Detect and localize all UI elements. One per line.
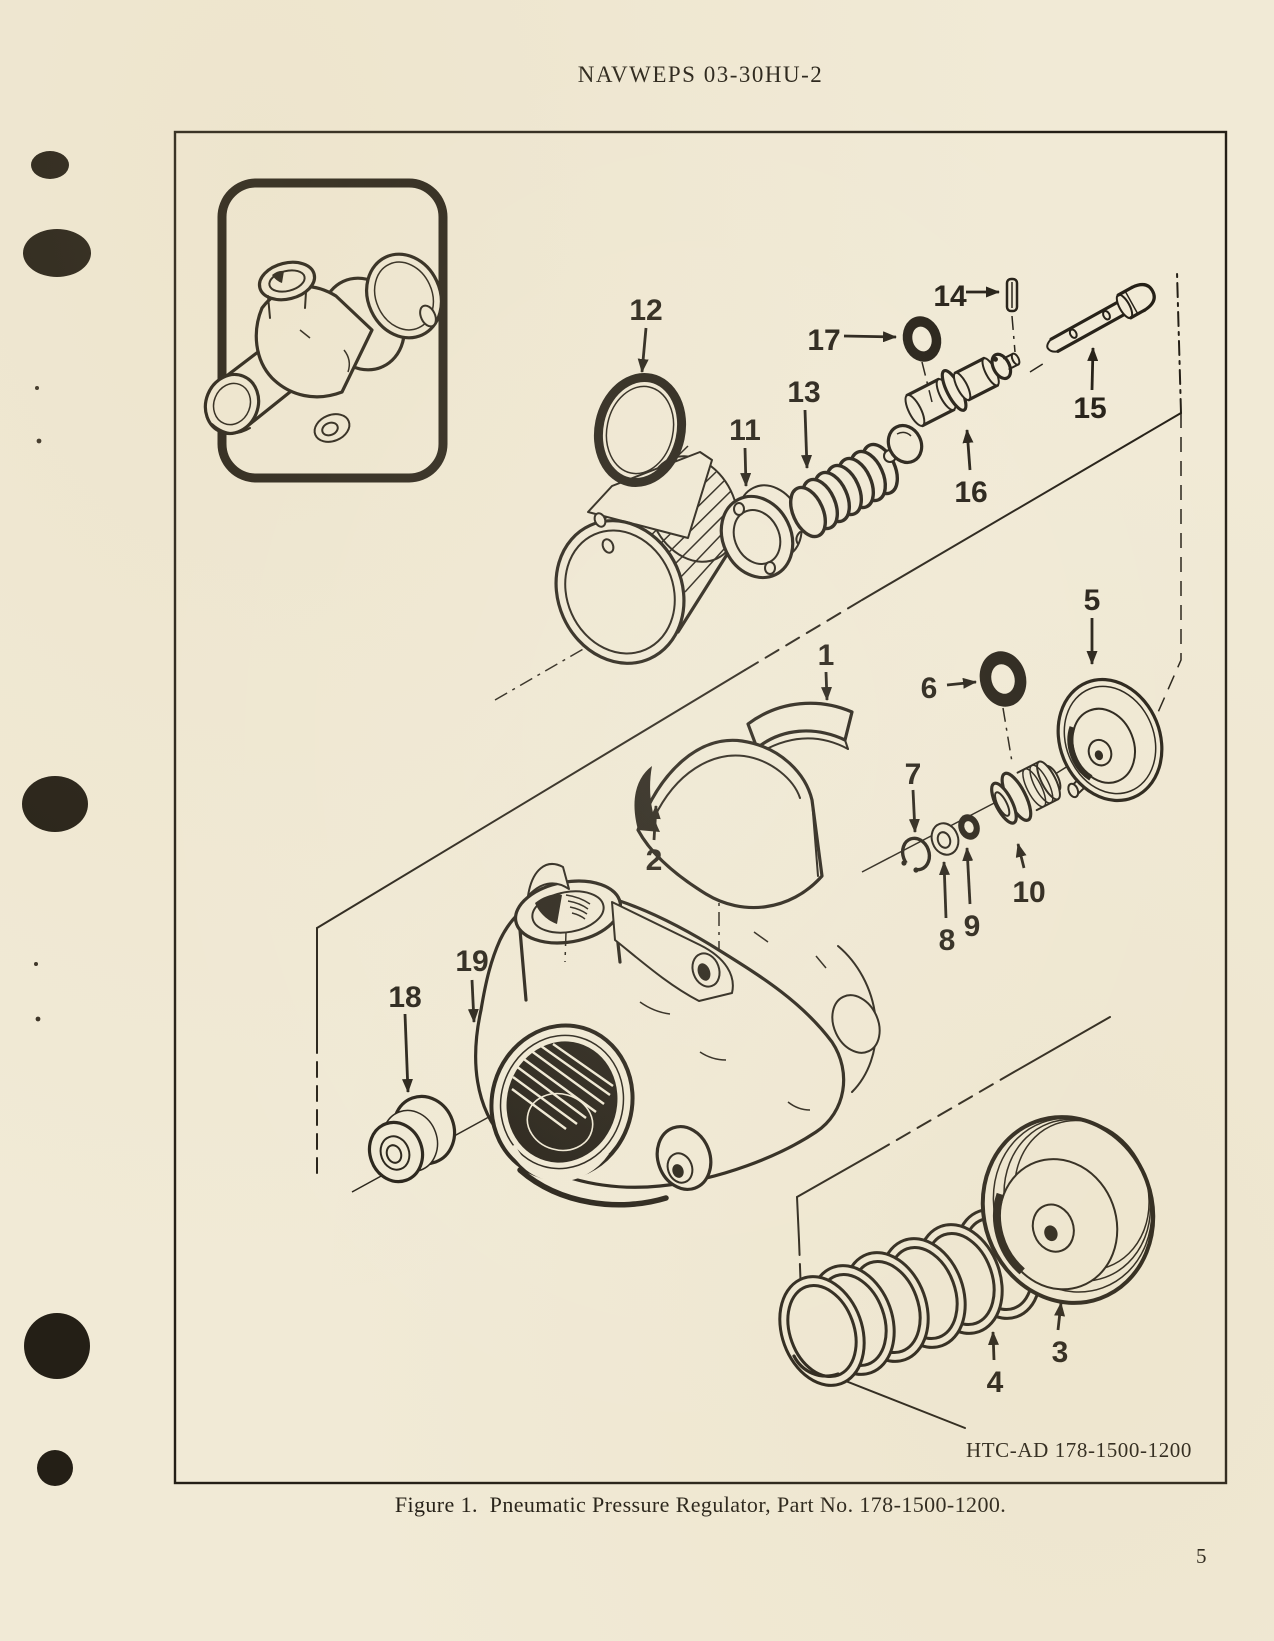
port-thread-lines <box>511 1043 614 1130</box>
callout-13: 13 <box>787 376 820 409</box>
callout-14: 14 <box>933 280 967 313</box>
callout-19: 19 <box>455 945 488 978</box>
part-5-seat-disc <box>1056 677 1164 803</box>
callout-2: 2 <box>646 844 663 877</box>
inset-assembled-view <box>203 178 448 483</box>
part-8-washer <box>930 822 960 856</box>
callout-8: 8 <box>939 924 956 957</box>
part-19-regulator-body <box>474 863 881 1208</box>
callout-11: 11 <box>729 414 761 447</box>
part-17-o-ring <box>902 316 942 362</box>
poppet-ball <box>883 423 924 465</box>
figure-caption: Figure 1. Pneumatic Pressure Regulator, … <box>394 1492 1007 1517</box>
part-10-bushing <box>990 760 1062 825</box>
callout-17: 17 <box>807 324 840 357</box>
drawing-number: HTC-AD 178-1500-1200 <box>965 1438 1192 1462</box>
inset-box-border <box>217 178 448 483</box>
page-header: NAVWEPS 03-30HU-2 <box>577 62 824 87</box>
callout-1: 1 <box>818 639 835 672</box>
callout-7: 7 <box>905 758 922 791</box>
callout-16: 16 <box>954 476 987 509</box>
callout-3: 3 <box>1052 1336 1069 1369</box>
part-7-retaining-ring <box>900 836 932 874</box>
projection-plane-upper <box>316 271 1182 1179</box>
part-3-diaphragm-cover <box>980 1115 1156 1305</box>
callout-12: 12 <box>629 294 662 327</box>
callout-10: 10 <box>1012 876 1045 909</box>
part-4-regulating-spring <box>778 1208 1042 1387</box>
bonnet-cap <box>554 445 745 665</box>
callout-15: 15 <box>1073 392 1106 425</box>
paper-specks <box>34 386 42 1022</box>
callout-9: 9 <box>964 910 981 943</box>
figure-border <box>173 130 1228 1485</box>
part-16-valve-spool <box>904 352 1021 428</box>
part-11-flanged-collar <box>719 484 803 580</box>
page-number: 5 <box>1196 1544 1207 1568</box>
part-18-port-nut <box>367 1094 457 1184</box>
binder-dots <box>22 151 91 1486</box>
callout-18: 18 <box>388 981 421 1014</box>
part-6-o-ring <box>979 651 1027 707</box>
part-2-saddle-clamp <box>634 738 824 910</box>
callout-6: 6 <box>921 672 938 705</box>
callout-4: 4 <box>987 1366 1004 1399</box>
callout-5: 5 <box>1084 584 1101 617</box>
part-14-pin <box>1005 277 1019 313</box>
part-9-o-ring <box>958 814 980 840</box>
part-12-o-ring <box>593 372 687 488</box>
callout-arrows <box>402 286 1099 1361</box>
part-15-actuating-rod <box>1046 282 1156 353</box>
